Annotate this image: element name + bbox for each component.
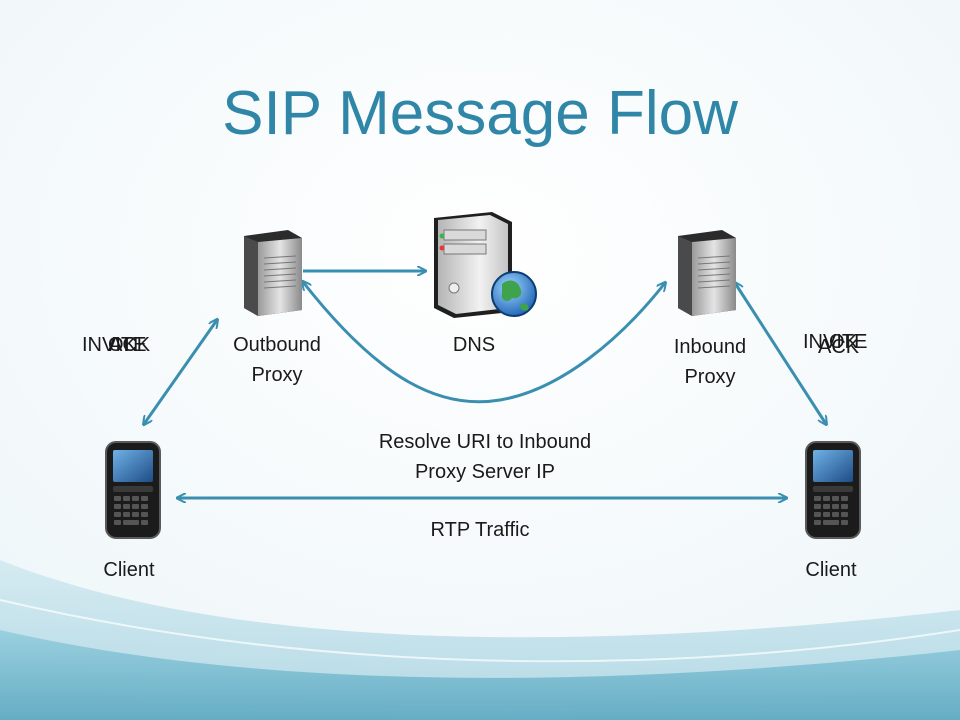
client-left-label: Client: [103, 559, 155, 581]
arrow-outbound-inbound-curve: [303, 282, 665, 404]
dns-server-globe-icon: [434, 212, 537, 318]
inbound-proxy-label: Inbound Proxy: [673, 336, 747, 388]
arrow-client-right-inbound: [735, 283, 826, 424]
dns-label: DNS: [452, 334, 496, 356]
smartphone-icon: [105, 441, 161, 539]
server-tower-icon: [678, 230, 736, 316]
server-tower-icon: [244, 230, 302, 316]
arrow-client-left-outbound: [144, 320, 217, 424]
left-message-ok: OK: [108, 334, 137, 356]
rtp-traffic-label: RTP Traffic: [430, 519, 530, 541]
right-message-ack: ACK: [818, 336, 860, 358]
resolve-annotation: Resolve URI to Inbound Proxy Server IP: [378, 431, 592, 483]
right-message-invite: INVITE: [803, 331, 868, 353]
outbound-proxy-label: Outbound Proxy: [233, 334, 321, 386]
left-message-invite: INVITE: [82, 334, 147, 356]
slide-title: SIP Message Flow: [222, 79, 738, 148]
smartphone-icon: [805, 441, 861, 539]
client-right-label: Client: [805, 559, 857, 581]
right-message-ok: OK: [829, 331, 858, 353]
left-message-ack: ACK: [109, 334, 151, 356]
